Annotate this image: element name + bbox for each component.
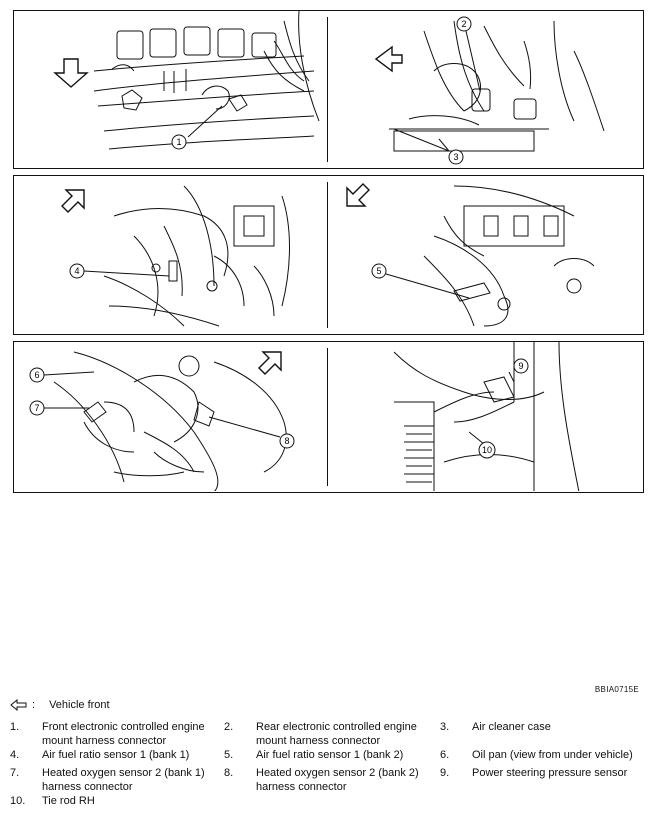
callout-10: 10 <box>482 445 492 455</box>
legend-item: 6.Oil pan (view from under vehicle) <box>440 749 633 761</box>
vehicle-front-arrow-icon <box>346 183 370 207</box>
legend-item: 1.Front electronic controlled engine mou… <box>10 721 205 747</box>
panel-divider <box>327 182 329 328</box>
callout-3: 3 <box>453 152 458 162</box>
legend-colon: : <box>32 699 36 711</box>
legend-vehicle-front: : Vehicle front <box>10 699 110 711</box>
vehicle-front-arrow-icon <box>258 351 282 375</box>
callout-8: 8 <box>284 436 289 446</box>
vehicle-front-arrow-icon <box>374 45 403 73</box>
legend-item: 3.Air cleaner case <box>440 721 551 733</box>
legend-item: 5.Air fuel ratio sensor 1 (bank 2) <box>224 749 404 761</box>
callout-1: 1 <box>176 137 181 147</box>
panel-middle: 4 5 <box>13 175 644 335</box>
legend-item: 8.Heated oxygen sensor 2 (bank 2) harnes… <box>224 767 419 793</box>
panel-bottom: 6 7 8 9 10 <box>13 341 644 493</box>
callout-9: 9 <box>518 361 523 371</box>
vehicle-front-arrow-icon <box>10 699 27 711</box>
panel-divider <box>327 17 329 162</box>
vehicle-front-arrow-icon <box>61 189 85 213</box>
panel-bottom-illustration: 6 7 8 9 10 <box>29 342 580 491</box>
legend-item: 7.Heated oxygen sensor 2 (bank 1) harnes… <box>10 767 205 793</box>
panel-top-illustration: 1 2 3 <box>53 11 605 165</box>
callout-4: 4 <box>74 266 79 276</box>
callout-7: 7 <box>34 403 39 413</box>
panel-divider <box>327 348 329 486</box>
figure-code: BBIA0715E <box>594 685 639 694</box>
panel-middle-illustration: 4 5 <box>61 183 595 327</box>
legend-item: 10.Tie rod RH <box>10 795 95 807</box>
callout-5: 5 <box>376 266 381 276</box>
legend-item: 9.Power steering pressure sensor <box>440 767 628 779</box>
legend-list: 1.Front electronic controlled engine mou… <box>10 720 650 812</box>
legend-item: 2.Rear electronic controlled engine moun… <box>224 721 417 747</box>
vehicle-front-label: Vehicle front <box>49 699 110 711</box>
callout-6: 6 <box>34 370 39 380</box>
vehicle-front-arrow-icon <box>53 58 89 88</box>
callout-2: 2 <box>461 19 466 29</box>
panel-top: 1 2 3 <box>13 10 644 169</box>
legend-item: 4.Air fuel ratio sensor 1 (bank 1) <box>10 749 190 761</box>
